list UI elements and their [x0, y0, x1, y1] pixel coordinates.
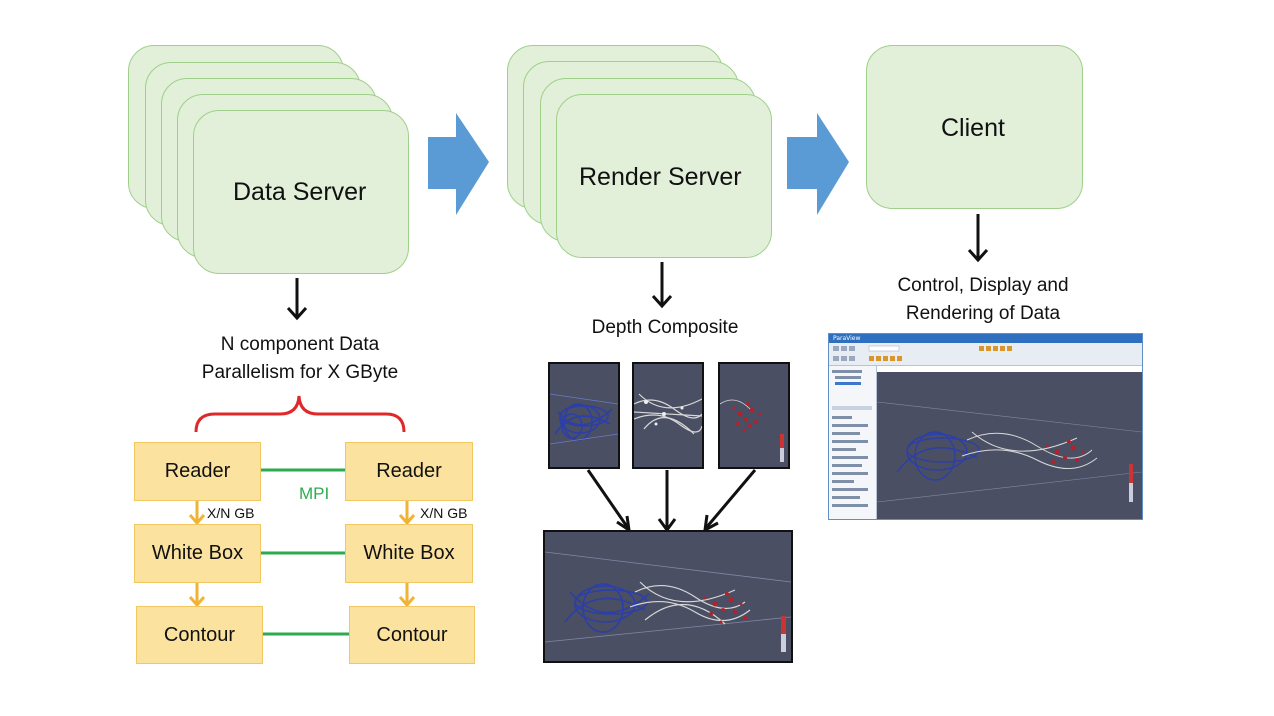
white-box-right: White Box — [345, 524, 473, 583]
client-app-sidebar — [829, 366, 877, 519]
data-server-card-5 — [193, 110, 409, 274]
contour-box-right: Contour — [349, 606, 475, 664]
render-server-label: Render Server — [579, 163, 742, 191]
transfer-label-right: X/N GB — [420, 505, 468, 521]
client-caption-line1: Control, Display and — [897, 275, 1069, 296]
client-caption-line2: Rendering of Data — [905, 303, 1061, 324]
white-box-left: White Box — [134, 524, 261, 583]
client-app-title: ParaView — [833, 335, 861, 342]
reader-box-right: Reader — [345, 442, 473, 501]
reader-box-left: Reader — [134, 442, 261, 501]
transfer-label-left: X/N GB — [207, 505, 255, 521]
composite-arrows — [586, 469, 757, 534]
parallelism-brace — [194, 395, 406, 433]
client-card — [866, 45, 1083, 209]
render-partial-3 — [718, 362, 790, 469]
client-app-titlebar: ParaView — [829, 334, 1142, 343]
client-label: Client — [941, 114, 1005, 142]
contour-box-left: Contour — [136, 606, 263, 664]
arrow-data-to-render — [428, 113, 489, 215]
mpi-label: MPI — [299, 484, 330, 503]
arrow-render-to-client — [787, 113, 849, 215]
client-caption: Control, Display and Rendering of Data — [863, 272, 1103, 328]
depth-composite-caption: Depth Composite — [591, 317, 739, 338]
down-arrow-render-server — [651, 262, 673, 309]
client-app-viewport — [876, 372, 1142, 519]
render-server-card-4 — [556, 94, 772, 258]
down-arrow-client — [967, 214, 989, 263]
data-parallelism-line2: Parallelism for X GByte — [201, 362, 399, 383]
render-partial-2 — [632, 362, 704, 469]
render-partial-1 — [548, 362, 620, 469]
client-app-screenshot: ParaView — [828, 333, 1143, 520]
client-app-toolbar — [829, 343, 1142, 366]
data-parallelism-caption: N component Data Parallelism for X GByte — [180, 331, 420, 387]
composite-render — [543, 530, 793, 663]
data-server-label: Data Server — [233, 178, 367, 206]
pipeline-arrows — [188, 500, 416, 608]
down-arrow-data-server — [286, 278, 308, 321]
data-parallelism-line1: N component Data — [220, 334, 380, 355]
